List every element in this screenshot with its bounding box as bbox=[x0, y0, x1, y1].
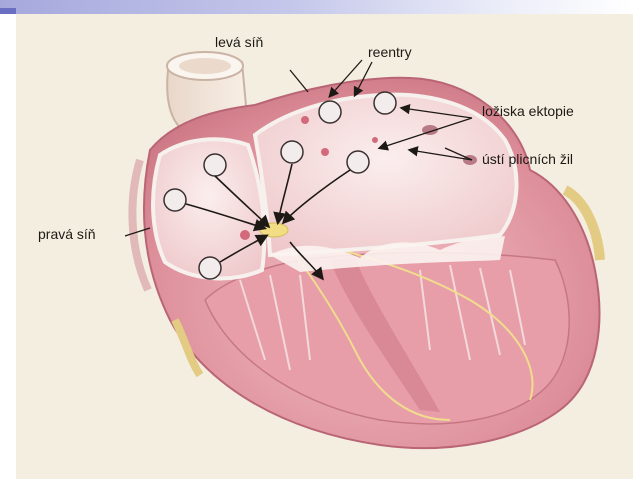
label-reentry: reentry bbox=[368, 44, 412, 60]
label-pulmonary-veins: ústí plicních žil bbox=[482, 151, 573, 167]
label-ectopic-foci: ložiska ektopie bbox=[482, 103, 574, 119]
left-atrium-chamber bbox=[255, 95, 516, 255]
av-node bbox=[260, 223, 288, 237]
label-left-atrium: levá síň bbox=[215, 34, 263, 50]
label-right-atrium: pravá síň bbox=[38, 226, 96, 242]
